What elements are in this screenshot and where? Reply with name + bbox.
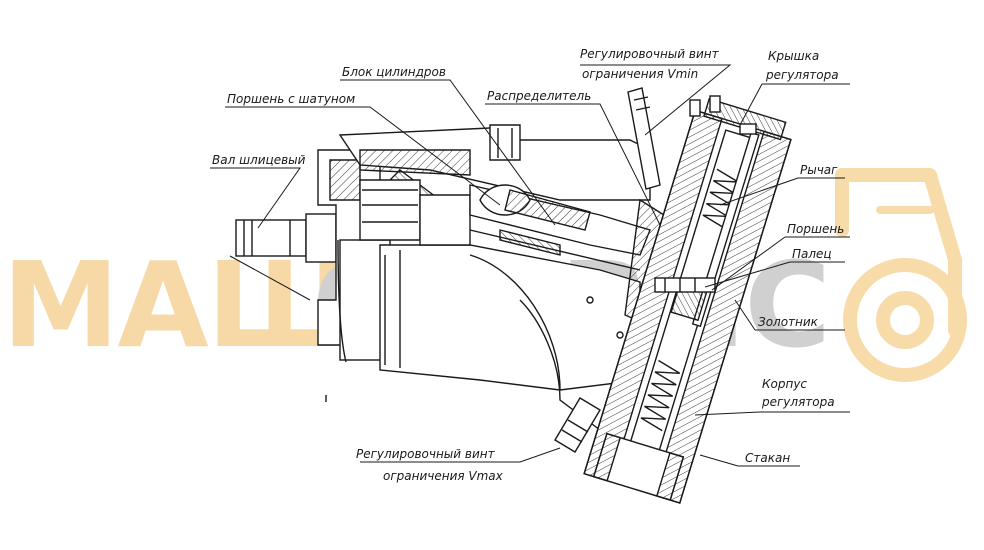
label-vmin-line2: ограничения Vmin [582,67,698,81]
leader-spool [734,299,845,331]
leader-vmax [360,447,561,463]
leader-piston-rod [225,106,501,206]
label-vmin-line1: Регулировочный винт [580,47,720,61]
label-vmax-line1: Регулировочный винт [356,447,496,461]
label-piston-rod: Поршень с шатуном [227,92,355,106]
leader-vmin [580,64,732,136]
label-regulator-body-line1: Корпус [762,377,807,391]
label-cover-line1: Крышка [768,49,819,63]
callout-labels: Вал шлицевый Поршень с шатуном Блок цили… [212,47,844,483]
leader-shaft [210,167,301,229]
leader-cylinder-block [340,79,556,226]
leader-cup [699,454,800,467]
label-distributor: Распределитель [487,89,591,103]
leader-cover [739,83,850,126]
cover-bolts [689,95,757,135]
label-lever: Рычаг [800,163,838,177]
label-cup: Стакан [745,451,790,465]
splined-shaft [229,213,337,301]
tractor-icon [835,168,967,382]
leader-lever [719,177,845,206]
label-pin: Палец [792,247,832,261]
leader-distributor [485,103,661,226]
leader-pin [704,261,845,288]
main-housing [379,244,641,431]
label-piston: Поршень [787,222,844,236]
label-vmax-line2: ограничения Vmax [383,469,504,483]
label-regulator-body-line2: регулятора [761,395,835,409]
piston-rod-assembly [469,184,651,271]
label-spool: Золотник [758,315,819,329]
label-cover-line2: регулятора [765,68,839,82]
leader-lines [210,64,850,467]
pump-drawing [229,87,792,504]
leader-regulator-body [694,411,850,416]
watermark-text-left: МАШ [2,236,351,374]
pin-bolt [654,277,716,293]
label-cylinder-block: Блок цилиндров [342,65,446,79]
vmax-adjust-screw [554,397,601,453]
label-shaft: Вал шлицевый [212,153,306,167]
upper-housing [338,124,651,246]
vmin-adjust-screw [627,87,661,190]
